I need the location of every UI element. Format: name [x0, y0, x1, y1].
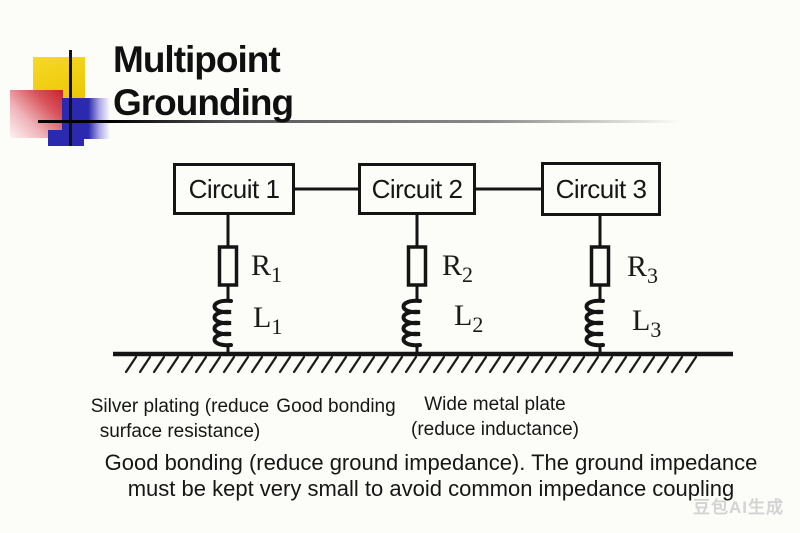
annotation-silver-plating: Silver plating (reduce surface resistanc… [70, 394, 290, 444]
caption-line-2: must be kept very small to avoid common … [127, 476, 735, 501]
circuit-box-label: Circuit 2 [371, 173, 463, 204]
slide-title: Multipoint Grounding [113, 38, 294, 124]
label-subscript: 3 [650, 317, 662, 342]
annotation-line: surface resistance) [99, 421, 261, 442]
circuit-box-label: Circuit 1 [188, 173, 280, 204]
label-base: R [442, 249, 463, 282]
label-base: R [251, 249, 272, 282]
resistor-symbol [406, 245, 428, 287]
caption-line-1: Good bonding (reduce ground impedance). … [104, 450, 758, 475]
slide-caption: Good bonding (reduce ground impedance). … [55, 450, 800, 502]
circuit-box-1: Circuit 1 [173, 163, 295, 215]
annotation-line: Good bonding [276, 396, 396, 417]
label-base: L [454, 299, 473, 332]
label-base: L [253, 301, 272, 334]
resistor-label-1: R1 [251, 249, 282, 288]
label-subscript: 3 [647, 263, 659, 288]
label-subscript: 1 [271, 262, 283, 287]
title-line-2: Grounding [113, 82, 294, 123]
label-subscript: 2 [462, 262, 474, 287]
inductor-coil-symbol [584, 298, 605, 348]
title-line-1: Multipoint [113, 39, 281, 80]
label-base: L [632, 304, 651, 337]
inductor-coil-symbol [212, 298, 233, 348]
circuit-box-3: Circuit 3 [541, 162, 661, 216]
annotation-line: Silver plating (reduce [90, 396, 270, 417]
circuit-box-2: Circuit 2 [358, 163, 476, 215]
resistor-symbol [589, 245, 611, 287]
annotation-good-bonding: Good bonding [256, 394, 416, 419]
deco-blue-tab [48, 130, 84, 146]
annotation-wide-metal-plate: Wide metal plate (reduce inductance) [395, 392, 595, 442]
label-subscript: 1 [271, 314, 283, 339]
title-rule [38, 120, 681, 123]
resistor-label-3: R3 [627, 250, 658, 289]
inductor-label-3: L3 [632, 304, 661, 343]
inductor-label-2: L2 [454, 299, 483, 338]
label-base: R [627, 250, 648, 283]
watermark-text: 豆包AI生成 [693, 498, 784, 517]
ground-hatching [124, 355, 698, 374]
annotation-line: Wide metal plate [424, 394, 566, 415]
resistor-label-2: R2 [442, 249, 473, 288]
deco-vertical-line [69, 50, 72, 146]
label-subscript: 2 [472, 312, 484, 337]
resistor-symbol [217, 245, 239, 287]
circuit-box-label: Circuit 3 [555, 173, 647, 204]
inductor-label-1: L1 [253, 301, 282, 340]
annotation-line: (reduce inductance) [411, 419, 579, 440]
inductor-coil-symbol [401, 298, 422, 348]
